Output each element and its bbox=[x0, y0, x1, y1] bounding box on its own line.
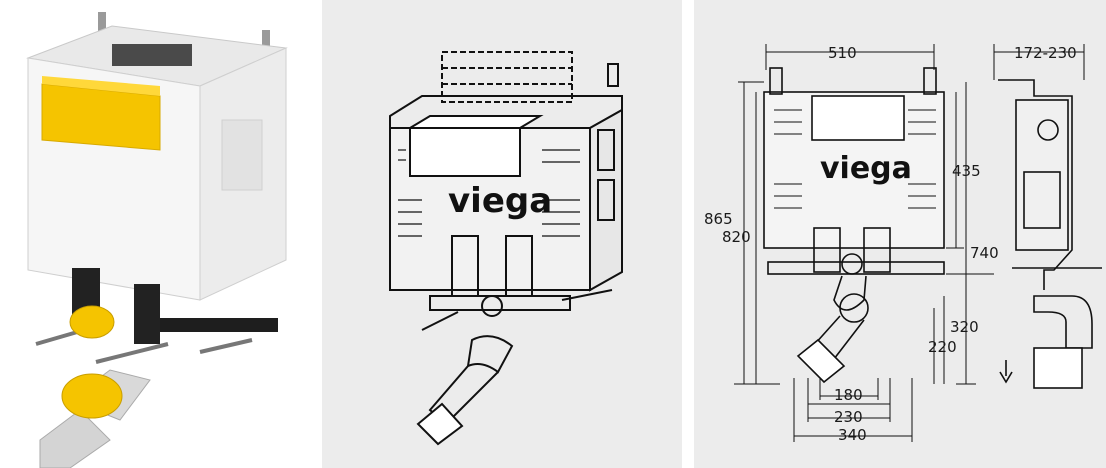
dim-230: 230 bbox=[834, 408, 863, 426]
line-sketch bbox=[389, 51, 623, 446]
floor-marker bbox=[999, 360, 1013, 384]
front-bracket-right bbox=[923, 67, 937, 95]
sketch-side-cutout-1 bbox=[597, 129, 615, 171]
dim-220: 220 bbox=[928, 338, 957, 356]
drain-cap bbox=[61, 373, 123, 419]
side-drain-bend bbox=[1033, 295, 1093, 349]
inlet-cap bbox=[69, 305, 115, 339]
cistern-dashed bbox=[441, 51, 573, 103]
sketch-opening-top bbox=[406, 115, 544, 129]
cistern-grille bbox=[112, 44, 192, 66]
sketch-side-cutout-2 bbox=[597, 179, 615, 221]
dim-180: 180 bbox=[834, 386, 863, 404]
dimension-drawing-panel: viega 510 172-230 865 820 435 740 320 22… bbox=[694, 0, 1106, 468]
sketch-opening bbox=[409, 127, 521, 177]
flush-plate-top bbox=[42, 76, 160, 96]
sketch-base bbox=[429, 295, 571, 311]
support-rod-right bbox=[199, 338, 253, 354]
dim-435: 435 bbox=[952, 162, 981, 180]
front-drain-neck bbox=[833, 275, 867, 311]
front-outlet bbox=[841, 253, 863, 275]
front-opening bbox=[811, 95, 905, 141]
foot-rail bbox=[160, 318, 278, 332]
lower-bracket-right bbox=[134, 284, 160, 344]
sketch-outlet bbox=[481, 295, 503, 317]
front-post-right bbox=[863, 227, 891, 273]
sketch-rod-left bbox=[421, 311, 459, 331]
product-photo bbox=[26, 12, 288, 468]
flush-plate-cover bbox=[41, 83, 161, 151]
dimension-lines bbox=[734, 44, 1085, 442]
drain-elbow bbox=[39, 409, 111, 468]
line-sketch-panel: viega bbox=[322, 0, 682, 468]
side-panel bbox=[221, 119, 263, 191]
sketch-rod-right bbox=[561, 289, 613, 301]
dim-865: 865 bbox=[704, 210, 733, 228]
dimension-drawing bbox=[734, 44, 1102, 442]
dim-340: 340 bbox=[838, 426, 867, 444]
side-valve bbox=[1037, 119, 1059, 141]
front-drain-bend bbox=[839, 293, 869, 323]
sketch-clip bbox=[607, 63, 619, 87]
sketch-brand-logo: viega bbox=[448, 181, 552, 221]
dim-820: 820 bbox=[722, 228, 751, 246]
dim-172-230: 172-230 bbox=[1014, 44, 1077, 62]
sketch-drain-end bbox=[416, 402, 464, 446]
product-photo-panel bbox=[0, 0, 300, 468]
front-hatching bbox=[774, 109, 936, 209]
front-drain-end bbox=[796, 338, 846, 384]
support-rod-mid bbox=[95, 342, 169, 364]
side-drain-end bbox=[1033, 347, 1083, 389]
side-cistern bbox=[1023, 171, 1061, 229]
sketch-hatching bbox=[398, 149, 580, 237]
front-bracket-left bbox=[769, 67, 783, 95]
dim-740: 740 bbox=[970, 244, 999, 262]
dim-320: 320 bbox=[950, 318, 979, 336]
side-frame-outline bbox=[998, 79, 1073, 290]
drawing-brand-logo: viega bbox=[820, 151, 912, 186]
front-post-left bbox=[813, 227, 841, 273]
dim-510: 510 bbox=[828, 44, 857, 62]
